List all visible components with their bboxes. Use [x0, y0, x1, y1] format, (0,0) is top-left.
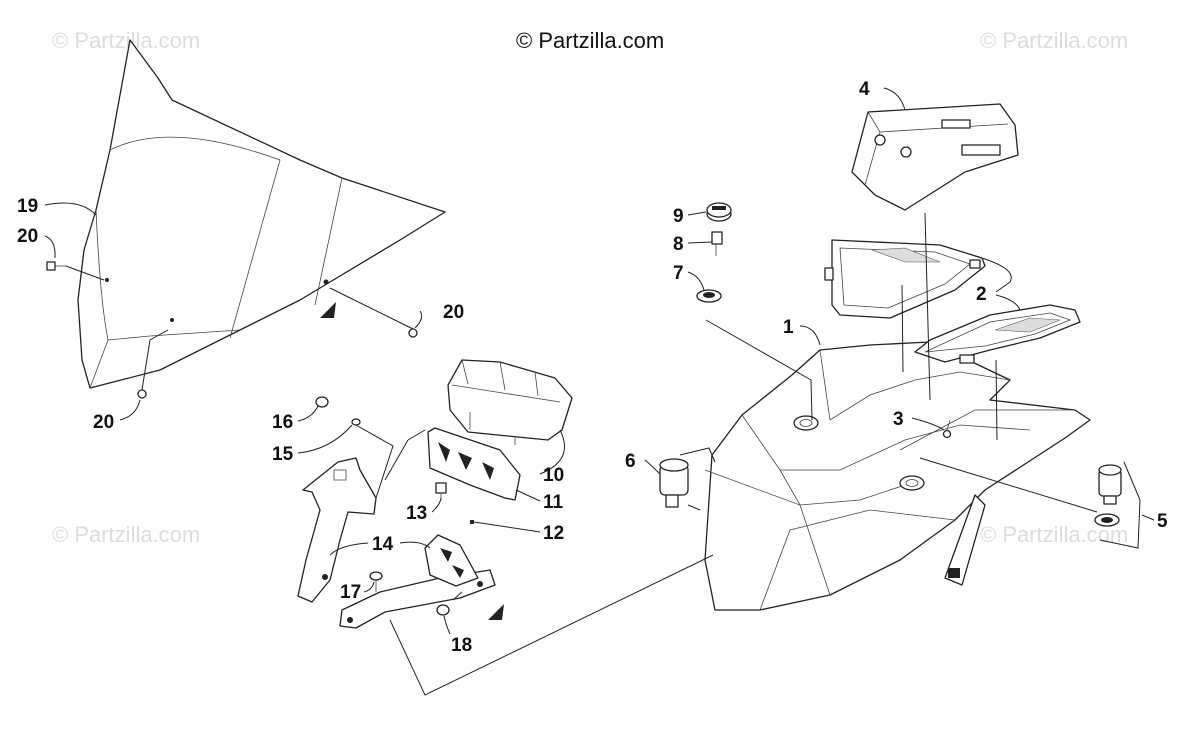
bezel-7: [696, 289, 722, 303]
gauge-bracket-11: [427, 427, 521, 501]
leader-bracket-to-hood: [389, 554, 714, 696]
leader-15: [297, 424, 353, 454]
leader-screw-20-left: [65, 265, 105, 281]
callout-3: 3: [893, 409, 904, 430]
leader-lens-lower: [995, 359, 998, 441]
leader-16: [297, 405, 319, 422]
leader-6: [644, 459, 661, 475]
callout-18: 18: [451, 635, 472, 656]
screw-20-right: [408, 328, 418, 338]
leader-12: [473, 521, 541, 533]
leader-ignition: [679, 447, 716, 463]
leader-9: [687, 211, 707, 216]
leader-17: [363, 581, 375, 593]
callout-20-bottom: 20: [93, 412, 114, 433]
leader-13: [431, 497, 442, 513]
watermark-top-left: © Partzilla.com: [52, 28, 200, 53]
nut-16: [315, 396, 329, 408]
callout-13: 13: [406, 503, 427, 524]
leader-2b: [995, 294, 1021, 311]
callout-8: 8: [673, 234, 684, 255]
leader-lens-upper: [901, 284, 904, 373]
screw-13: [435, 482, 447, 500]
leader-ignition-b: [687, 504, 701, 511]
leader-3: [911, 417, 945, 431]
leader-19: [44, 202, 97, 216]
screw-20-bottom: [137, 389, 147, 399]
leader-socket-to-hood: [919, 457, 1098, 513]
ignition-switch-6: [659, 458, 689, 508]
callout-11: 11: [543, 492, 564, 513]
callout-9: 9: [673, 206, 684, 227]
leader-bezel-7: [705, 319, 813, 421]
clip-12: [470, 520, 474, 524]
leader-5: [1141, 514, 1155, 521]
callout-12: 12: [543, 523, 564, 544]
callout-2: 2: [976, 284, 987, 305]
callout-20-left: 20: [17, 226, 38, 247]
callout-5: 5: [1157, 511, 1168, 532]
callout-14: 14: [372, 534, 394, 555]
windshield-part: [77, 39, 446, 389]
lens-lower: [914, 304, 1081, 364]
leader-1: [799, 325, 821, 346]
screw-20-left: [46, 261, 66, 271]
leader-10: [539, 429, 565, 475]
leader-20a: [44, 235, 56, 259]
callout-1: 1: [783, 317, 794, 338]
leader-18: [443, 615, 451, 635]
leader-8: [687, 241, 713, 244]
callout-10: 10: [543, 465, 564, 486]
mount-bracket-14: [297, 457, 496, 629]
leader-washer: [355, 424, 394, 499]
leader-20c: [119, 399, 141, 421]
leader-nut-18: [452, 591, 463, 601]
leader-4: [883, 87, 906, 111]
leader-screw-20-right: [329, 287, 414, 330]
leader-bracket-c: [384, 439, 409, 481]
cover-part: [851, 103, 1019, 211]
callout-20-right: 20: [443, 302, 464, 323]
washer-15: [351, 418, 361, 426]
leader-socket: [1099, 461, 1141, 549]
copyright-text: © Partzilla.com: [516, 28, 664, 53]
lens-upper: [824, 239, 986, 319]
leader-20b: [414, 310, 423, 329]
arrow-marker-windshield: [320, 302, 336, 318]
callout-19: 19: [17, 196, 38, 217]
callout-17: 17: [340, 582, 361, 603]
leader-7: [687, 271, 705, 291]
arrow-marker-bracket: [488, 604, 504, 620]
callout-16: 16: [272, 412, 293, 433]
key-cap-9: [706, 202, 732, 222]
screw-3: [942, 419, 952, 439]
screw-17: [369, 571, 383, 592]
callout-6: 6: [625, 451, 636, 472]
leader-14b: [399, 541, 431, 549]
leader-screw-20-bottom: [141, 329, 169, 391]
watermark-top-right: © Partzilla.com: [980, 28, 1128, 53]
callout-7: 7: [673, 263, 684, 284]
leader-14a: [329, 542, 369, 556]
leader-11: [515, 489, 541, 502]
key-8: [711, 231, 723, 256]
hood-part: [704, 341, 1091, 611]
leader-cover: [924, 212, 931, 401]
callout-4: 4: [859, 79, 870, 100]
leader-bracket-b: [407, 429, 426, 441]
nut-18: [436, 604, 450, 616]
accessory-socket-5: [1094, 464, 1122, 527]
watermark-bottom-left: © Partzilla.com: [52, 522, 200, 547]
gauge-10: [447, 359, 573, 445]
callout-15: 15: [272, 444, 294, 465]
leader-2a: [974, 255, 1012, 293]
